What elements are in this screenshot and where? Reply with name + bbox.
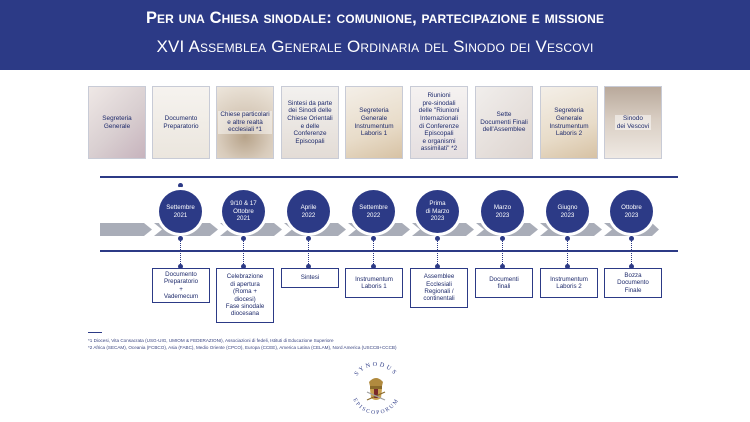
footnote-1: *1 Diocesi, Vita Consacrata (USG-UIG, UM… — [88, 338, 334, 343]
page-title: Per una Chiesa sinodale: comunione, part… — [145, 9, 605, 27]
papal-emblem-icon — [366, 378, 386, 401]
result-connector — [499, 236, 505, 269]
page-subtitle: XVI Assemblea Generale Ordinaria del Sin… — [156, 37, 594, 56]
seal-top-text: SYNODUS — [353, 361, 397, 377]
result-label: Sintesi — [300, 274, 320, 282]
header-banner: Per una Chiesa sinodale: comunione, part… — [0, 0, 750, 70]
timeline-rule-top — [100, 176, 678, 178]
stage-photo — [411, 87, 467, 158]
result-box: Sintesi — [281, 268, 339, 288]
result-connector — [177, 236, 183, 269]
seal-bottom-text: EPISCOPORUM — [351, 397, 399, 416]
result-connector — [240, 236, 246, 269]
svg-text:SYNODUS: SYNODUS — [353, 361, 399, 377]
result-connector — [564, 236, 570, 269]
result-connector — [434, 236, 440, 269]
footnote-rule — [88, 332, 102, 333]
stage-photo — [282, 87, 338, 158]
svg-text:EPISCOPORUM: EPISCOPORUM — [351, 397, 400, 416]
timeline-rule-bottom — [100, 250, 678, 252]
stage-photo — [346, 87, 402, 158]
stage-photo — [89, 87, 145, 158]
synod-seal-logo: SYNODUS EPISCOPORUM — [351, 361, 400, 416]
stage-photo — [476, 87, 532, 158]
date-connector — [177, 183, 183, 190]
footnote-2: *2 Africa (SECAM), Oceania (FCBCO), Asia… — [88, 345, 397, 350]
result-connector — [370, 236, 376, 269]
stage-photo — [217, 87, 273, 158]
result-connector — [305, 236, 311, 269]
result-connector — [628, 236, 634, 269]
stage-photo — [153, 87, 209, 158]
stage-photo — [541, 87, 597, 158]
